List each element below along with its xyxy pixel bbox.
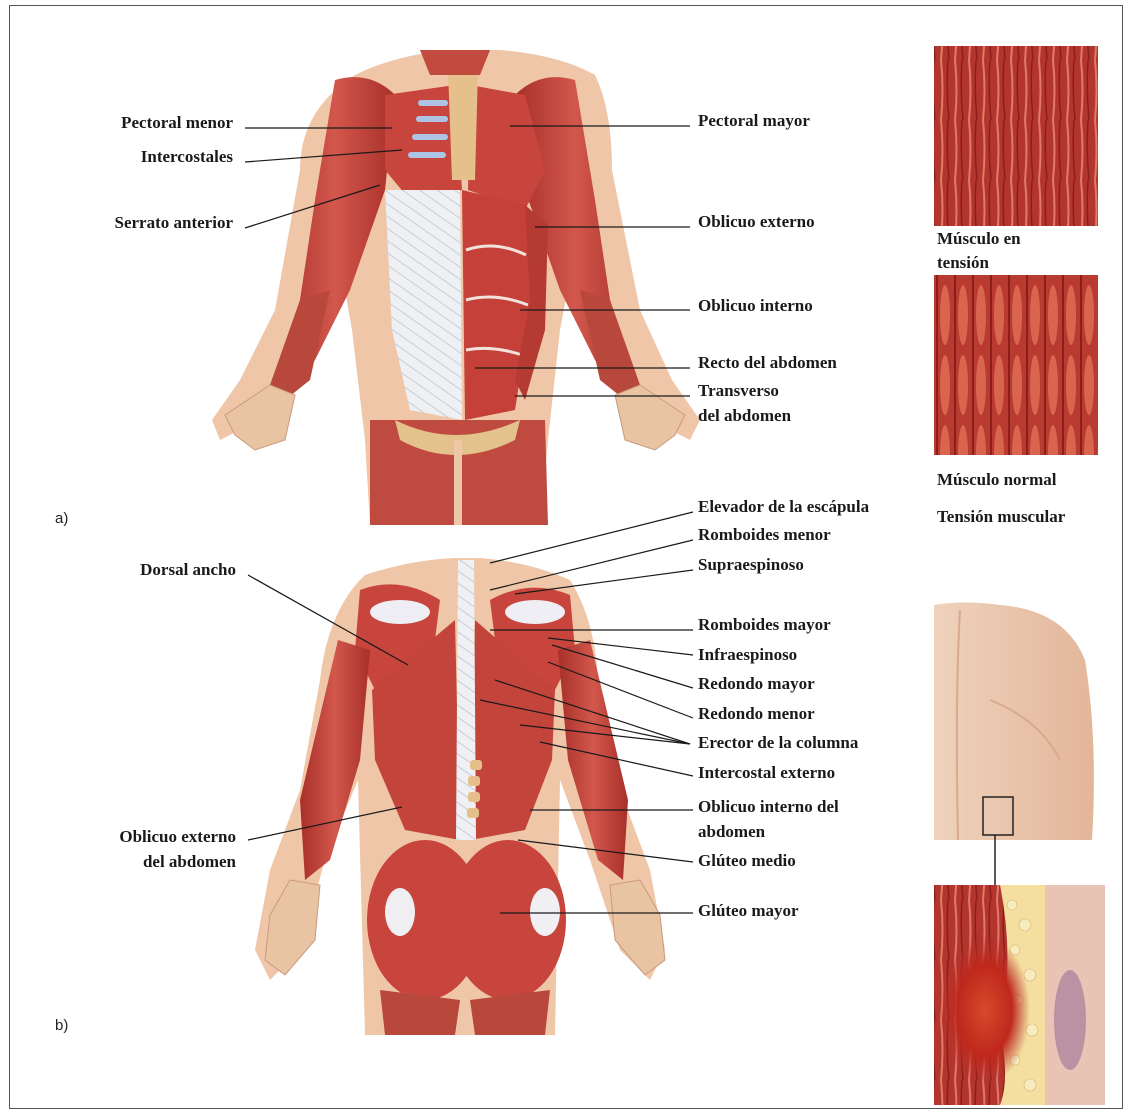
panel-a-tag: a) — [55, 510, 68, 527]
label-intercostal-externo: Intercostal externo — [698, 763, 835, 782]
label-erector-columna: Erector de la columna — [698, 733, 859, 752]
label-oblicuo-externo-line2: del abdomen — [143, 852, 237, 871]
label-elevador-escapula: Elevador de la escápula — [698, 497, 870, 516]
label-romboides-menor: Romboides menor — [698, 525, 831, 544]
label-intercostales: Intercostales — [141, 147, 234, 166]
label-musculo-tension-line2: tensión — [937, 253, 990, 272]
label-tension-muscular: Tensión muscular — [937, 507, 1066, 526]
label-pectoral-mayor: Pectoral mayor — [698, 111, 810, 130]
back-skin-image — [934, 603, 1094, 886]
label-oblicuo-interno-line1: Oblicuo interno del — [698, 797, 839, 816]
label-oblicuo-externo-line1: Oblicuo externo — [119, 827, 236, 846]
label-oblicuo-interno: Oblicuo interno — [698, 296, 813, 315]
label-infraespinoso: Infraespinoso — [698, 645, 797, 664]
tense-muscle-image — [934, 46, 1098, 226]
label-oblicuo-externo: Oblicuo externo — [698, 212, 815, 231]
label-redondo-mayor: Redondo mayor — [698, 674, 815, 693]
label-gluteo-mayor: Glúteo mayor — [698, 901, 799, 920]
label-musculo-tension-line1: Músculo en — [937, 229, 1021, 248]
label-pectoral-menor: Pectoral menor — [121, 113, 233, 132]
label-redondo-menor: Redondo menor — [698, 704, 815, 723]
label-transverso-line1: Transverso — [698, 381, 779, 400]
label-dorsal-ancho: Dorsal ancho — [140, 560, 236, 579]
label-transverso-line2: del abdomen — [698, 406, 792, 425]
label-musculo-normal: Músculo normal — [937, 470, 1057, 489]
label-recto-abdomen: Recto del abdomen — [698, 353, 837, 372]
label-gluteo-medio: Glúteo medio — [698, 851, 796, 870]
label-romboides-mayor: Romboides mayor — [698, 615, 831, 634]
label-supraespinoso: Supraespinoso — [698, 555, 804, 574]
normal-muscle-image — [934, 275, 1098, 455]
label-serrato-anterior: Serrato anterior — [115, 213, 234, 232]
label-oblicuo-interno-line2: abdomen — [698, 822, 766, 841]
panel-b-tag: b) — [55, 1017, 68, 1034]
front-body-illustration — [212, 50, 700, 525]
muscle-knot-image — [934, 885, 1105, 1105]
